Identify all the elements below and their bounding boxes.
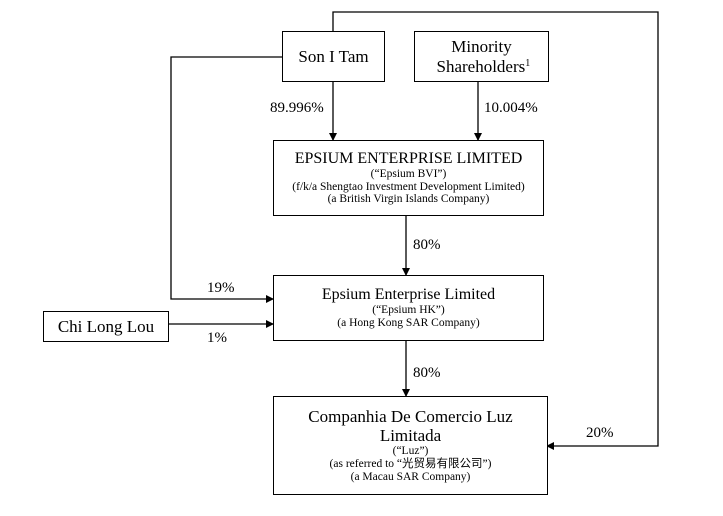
chi-long-lou-name: Chi Long Lou bbox=[57, 316, 155, 336]
pct-bvi-to-hk: 80% bbox=[413, 237, 441, 253]
minority-shareholders-box: Minority Shareholders1 bbox=[414, 31, 549, 82]
epsium-bvi-box: EPSIUM ENTERPRISE LIMITED (“Epsium BVI”)… bbox=[273, 140, 544, 216]
luz-jurisdiction: (a Macau SAR Company) bbox=[350, 470, 471, 483]
epsium-hk-name: Epsium Enterprise Limited bbox=[321, 286, 496, 304]
footnote-marker: 1 bbox=[525, 57, 531, 69]
luz-box: Companhia De Comercio Luz Limitada (“Luz… bbox=[273, 396, 548, 495]
pct-son-to-luz: 20% bbox=[586, 425, 614, 441]
epsium-hk-box: Epsium Enterprise Limited (“Epsium HK”) … bbox=[273, 275, 544, 341]
pct-hk-to-luz: 80% bbox=[413, 365, 441, 381]
epsium-bvi-former-name: (f/k/a Shengtao Investment Development L… bbox=[292, 180, 525, 193]
pct-lou-to-hk: 1% bbox=[207, 330, 227, 346]
epsium-hk-jurisdiction: (a Hong Kong SAR Company) bbox=[337, 316, 480, 329]
arrow-son-to-luz bbox=[332, 11, 659, 450]
arrow-son-to-hk bbox=[170, 56, 282, 303]
luz-referred-name: (as referred to “光贸易有限公司”) bbox=[329, 458, 492, 471]
epsium-bvi-name: EPSIUM ENTERPRISE LIMITED bbox=[294, 149, 523, 167]
pct-son-to-hk: 19% bbox=[207, 280, 235, 296]
son-i-tam-box: Son I Tam bbox=[282, 31, 385, 82]
minority-shareholders-name: Minority Shareholders1 bbox=[436, 37, 531, 76]
epsium-hk-short: (“Epsium HK”) bbox=[372, 304, 445, 317]
luz-short: (“Luz”) bbox=[392, 445, 429, 458]
luz-name-line2: Limitada bbox=[379, 426, 442, 446]
pct-minority-to-bvi: 10.004% bbox=[484, 100, 538, 116]
epsium-bvi-jurisdiction: (a British Virgin Islands Company) bbox=[327, 193, 490, 206]
son-i-tam-name: Son I Tam bbox=[298, 46, 369, 66]
chi-long-lou-box: Chi Long Lou bbox=[43, 311, 169, 342]
pct-son-to-bvi: 89.996% bbox=[270, 100, 324, 116]
epsium-bvi-short: (“Epsium BVI”) bbox=[370, 167, 447, 180]
luz-name-line1: Companhia De Comercio Luz bbox=[308, 407, 513, 427]
